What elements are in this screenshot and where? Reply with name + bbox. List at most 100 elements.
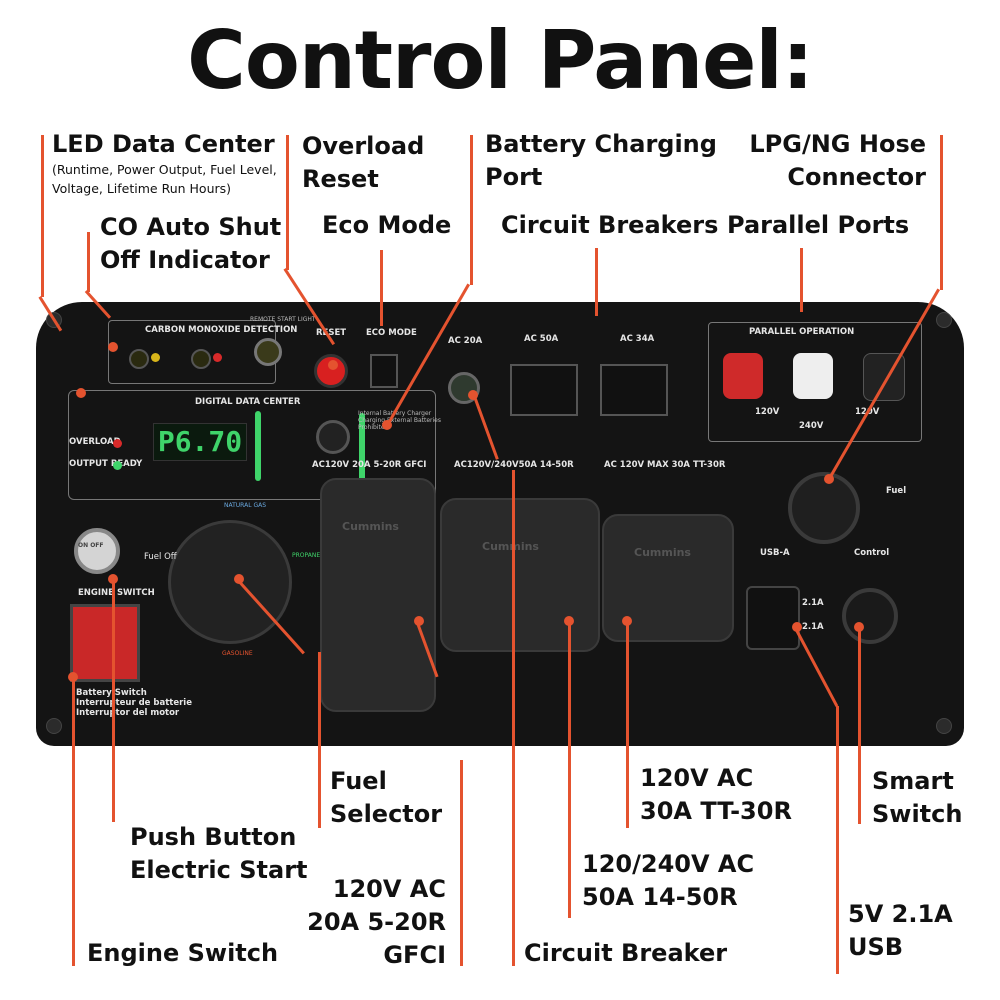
fuel-level-bar	[255, 411, 261, 481]
leader-push-start	[112, 578, 115, 822]
ac34a-label: AC 34A	[620, 334, 655, 344]
eco-mode-label: ECO MODE	[366, 328, 417, 338]
screw	[936, 312, 952, 328]
callout-led-data-center: LED Data Center	[52, 130, 275, 158]
callout-gfci: 120V AC	[332, 875, 446, 903]
overload-light	[113, 439, 122, 448]
callout-engine-switch: Engine Switch	[87, 939, 279, 967]
generator-control-panel: CARBON MONOXIDE DETECTION REMOTE START L…	[36, 302, 964, 746]
callout-eco-mode: Eco Mode	[322, 211, 452, 239]
engine-switch-label: ENGINE SWITCH	[78, 588, 155, 598]
callout-smart-switch: Switch	[872, 800, 963, 828]
control-label: Control	[854, 548, 890, 558]
usb-a-label: USB-A	[760, 548, 790, 558]
screw	[936, 718, 952, 734]
ac50a-label: AC 50A	[524, 334, 559, 344]
voltage-240: 240V	[799, 421, 824, 431]
overload-label: OVERLOAD	[69, 437, 121, 447]
power-output-bar	[359, 413, 365, 481]
callout-tt30: 120V AC	[640, 764, 754, 792]
circuit-breaker-50a[interactable]	[510, 364, 578, 416]
leader-dot	[414, 616, 424, 626]
r1450-rating-label: AC120V/240V50A 14-50R	[454, 460, 574, 470]
fuel-selector-knob[interactable]	[168, 520, 292, 644]
callout-smart-switch: Smart	[872, 767, 954, 795]
co-yellow-light	[151, 353, 160, 362]
co-detection-label: CARBON MONOXIDE DETECTION	[145, 325, 298, 335]
leader-gfci	[460, 760, 463, 966]
callout-push-start: Push Button	[130, 823, 297, 851]
voltage-120-left: 120V	[755, 407, 780, 417]
digital-data-center-label: DIGITAL DATA CENTER	[195, 397, 301, 407]
leader-co-indicator	[87, 232, 90, 292]
callout-gfci: 20A 5-20R	[307, 908, 446, 936]
gasoline-label: GASOLINE	[222, 650, 253, 657]
fuel-off-label: Fuel Off	[144, 552, 177, 562]
battery-charging-port[interactable]	[316, 420, 350, 454]
parallel-port-white[interactable]	[793, 353, 833, 399]
parallel-port-red[interactable]	[723, 353, 763, 399]
callout-overload-reset: Overload	[302, 132, 425, 160]
ac20a-label: AC 20A	[448, 336, 483, 346]
callout-co-shutoff: Off Indicator	[100, 246, 270, 274]
callout-battery-port: Port	[485, 163, 543, 191]
engine-switch-rocker[interactable]	[70, 604, 140, 682]
push-button-start[interactable]	[74, 528, 120, 574]
digital-data-center: DIGITAL DATA CENTER P6.70 OVERLOAD OUTPU…	[68, 390, 436, 500]
leader-dot	[564, 616, 574, 626]
page-title: Control Panel:	[187, 14, 814, 107]
callout-circuit-breakers: Circuit Breakers	[501, 211, 719, 239]
callout-fuel-selector: Fuel	[330, 767, 387, 795]
lpg-hose-connector[interactable]	[788, 472, 860, 544]
led-display: P6.70	[153, 423, 247, 461]
battery-note: Internal Battery Charger Charging Extern…	[358, 410, 441, 431]
usb-a-ports[interactable]	[746, 586, 800, 650]
gfci-rating-label: AC120V 20A 5-20R GFCI	[312, 460, 427, 470]
r1450-outlet-cover[interactable]: Cummins	[440, 498, 600, 652]
callout-usb: USB	[848, 933, 904, 961]
leader-parallel-ports	[800, 248, 803, 312]
leader-dot	[234, 574, 244, 584]
callout-parallel-ports: Parallel Ports	[727, 211, 910, 239]
screw	[46, 718, 62, 734]
callout-led-data-center-note: (Runtime, Power Output, Fuel Level,	[52, 162, 277, 177]
co-red-indicator	[191, 349, 211, 369]
callout-circuit-breaker: Circuit Breaker	[524, 939, 728, 967]
callout-co-shutoff: CO Auto Shut	[100, 213, 282, 241]
circuit-breaker-34a[interactable]	[600, 364, 668, 416]
usb-amp-2: 2.1A	[802, 622, 824, 632]
brand-logo: Cummins	[634, 546, 691, 559]
leader-dot	[382, 420, 392, 430]
fuel-label: Fuel	[886, 486, 907, 496]
leader-dot	[792, 622, 802, 632]
on-off-label: ON OFF	[78, 542, 104, 549]
leader-usb	[836, 706, 839, 974]
leader-circuit-breaker	[512, 470, 515, 966]
leader-r1450	[568, 622, 571, 918]
output-ready-label: OUTPUT READY	[69, 459, 143, 469]
leader-dot	[622, 616, 632, 626]
brand-logo: Cummins	[482, 540, 539, 553]
leader-circuit-breakers	[595, 248, 598, 316]
propane-label: PROPANE	[292, 552, 321, 559]
leader-dot	[76, 388, 86, 398]
callout-lpg-hose: LPG/NG Hose	[749, 130, 926, 158]
leader-dot	[68, 672, 78, 682]
tt30-rating-label: AC 120V MAX 30A TT-30R	[604, 460, 726, 470]
leader-overload-reset	[286, 135, 289, 270]
parallel-operation-box: PARALLEL OPERATION 120V 120V 240V	[708, 322, 922, 442]
natural-gas-label: NATURAL GAS	[224, 502, 267, 509]
callout-r1450: 120/240V AC	[582, 850, 755, 878]
smart-switch-port[interactable]	[842, 588, 898, 644]
overload-reset-button[interactable]	[314, 354, 348, 388]
leader-lpg-hose	[940, 135, 943, 290]
gfci-outlet-cover[interactable]: Cummins	[320, 478, 436, 712]
eco-mode-switch[interactable]	[370, 354, 398, 388]
leader-led-data-center	[41, 135, 44, 297]
callout-push-start: Electric Start	[130, 856, 308, 884]
callout-fuel-selector: Selector	[330, 800, 443, 828]
co-detection-box: CARBON MONOXIDE DETECTION	[108, 320, 297, 384]
leader-battery-port	[470, 135, 473, 285]
leader-dot	[468, 390, 478, 400]
battery-switch-label-1: Battery Switch	[76, 688, 147, 698]
